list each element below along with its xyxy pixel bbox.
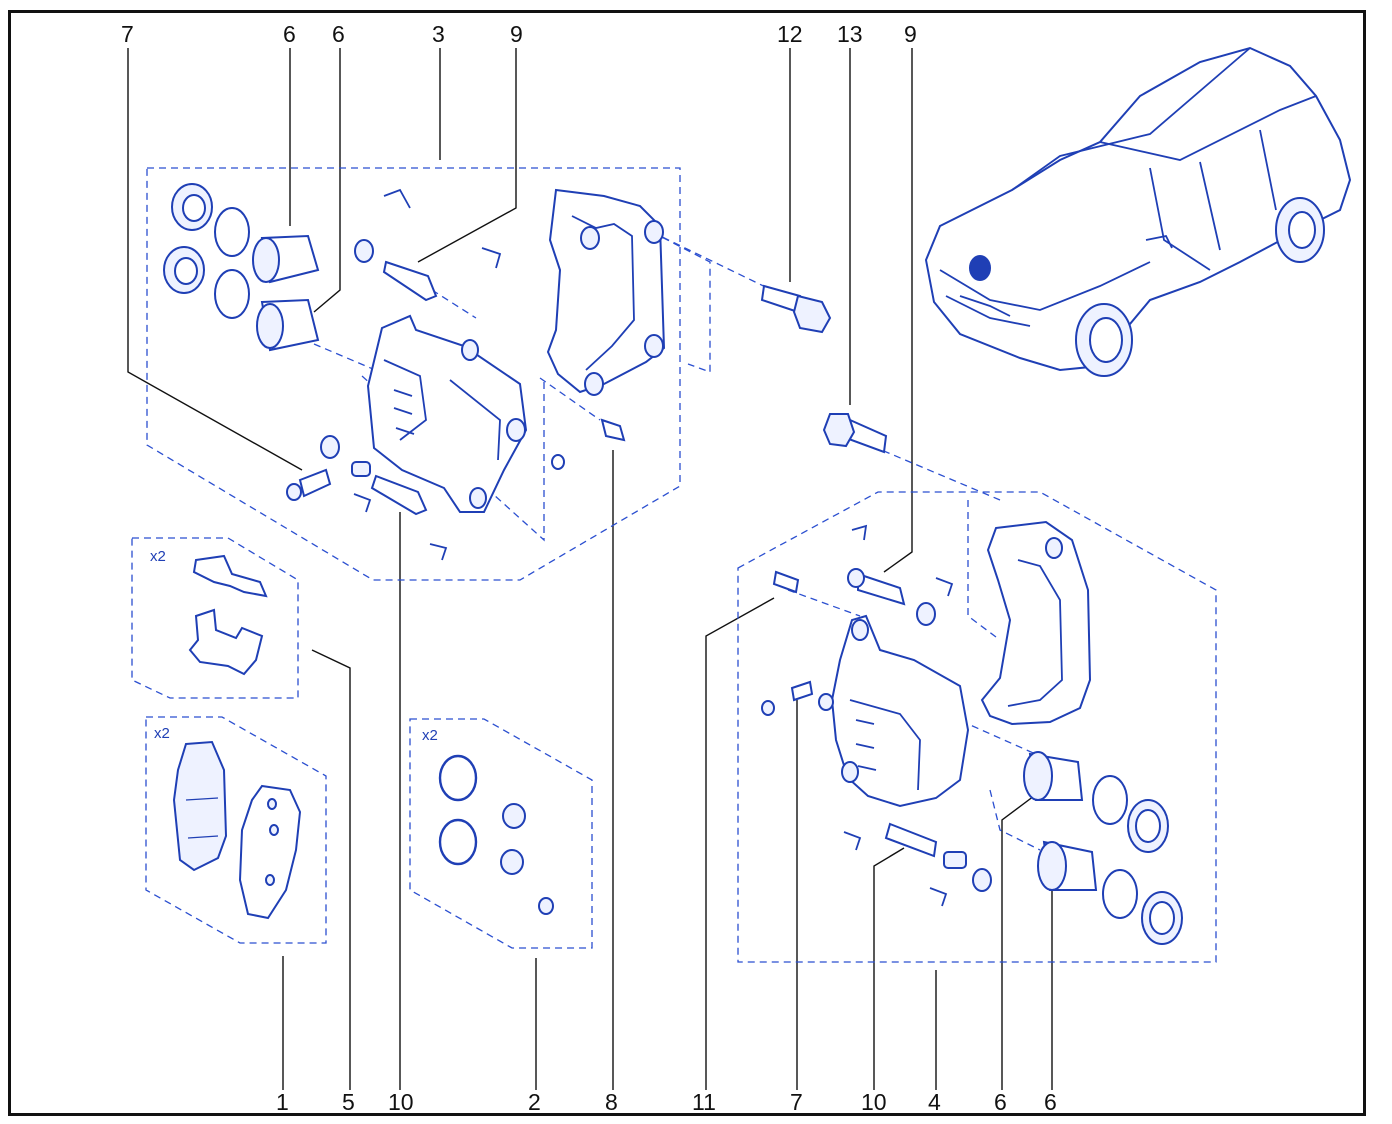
callout-top-7: 13 [837, 21, 863, 47]
vehicle-illustration [924, 46, 1352, 377]
upper-caliper-bracket [546, 188, 666, 396]
callout-bottom-1: 1 [276, 1089, 289, 1115]
upper-guide-pins-and-clips [286, 188, 626, 561]
callout-bottom-7: 7 [790, 1089, 803, 1115]
callout-top-3: 6 [332, 21, 345, 47]
callout-bottom-10: 6 [994, 1089, 1007, 1115]
lower-pistons-and-seals [1023, 751, 1183, 945]
callout-bottom-6: 11 [692, 1089, 716, 1115]
callout-bottom-2: 5 [342, 1089, 355, 1115]
callout-bottom-4: 2 [528, 1089, 541, 1115]
callout-bottom-3: 10 [388, 1089, 414, 1115]
callout-top-2: 6 [283, 21, 296, 47]
leader-lines [127, 48, 1053, 1090]
lower-caliper-body [830, 614, 970, 808]
lower-guide-pins-and-clips [761, 524, 992, 907]
bracket-bolts [760, 284, 888, 454]
callout-top-4: 3 [432, 21, 445, 47]
qty-label-clips: x2 [150, 548, 166, 565]
callout-top-5: 9 [510, 21, 523, 47]
qty-label-seals: x2 [422, 727, 438, 744]
upper-caliper-body [366, 314, 528, 513]
upper-pistons [252, 234, 320, 352]
lower-caliper-bracket [980, 520, 1092, 726]
upper-seal-rings [163, 183, 250, 319]
callout-top-1: 7 [121, 21, 134, 47]
callout-top-8: 9 [904, 21, 917, 47]
dashed-group-outlines [131, 167, 1217, 963]
callout-bottom-5: 8 [605, 1089, 618, 1115]
callout-bottom-11: 6 [1044, 1089, 1057, 1115]
seal-kit-parts [438, 754, 554, 915]
callout-bottom-8: 10 [861, 1089, 887, 1115]
qty-label-pads: x2 [154, 725, 170, 742]
brake-pads [172, 740, 302, 920]
callout-top-6: 12 [777, 21, 803, 47]
callout-bottom-9: 4 [928, 1089, 941, 1115]
pad-retaining-clips [188, 554, 268, 676]
